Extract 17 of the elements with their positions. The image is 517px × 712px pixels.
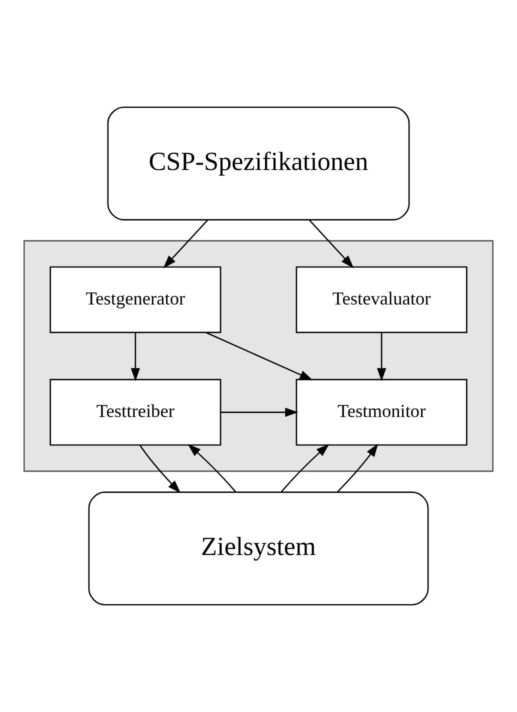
arrow [130,332,140,382]
arrow [188,444,236,492]
node-box: Testevaluator [296,266,468,334]
arrow [376,332,386,382]
node-box: CSP-Spezifikationen [107,106,410,220]
arrow [206,332,313,380]
node-box: Testmonitor [296,378,468,446]
arrow [139,444,181,494]
node-box: Testgenerator [50,266,222,334]
node-box: Zielsystem [88,492,429,606]
arrow [221,408,298,417]
arrow [281,444,330,492]
arrow [308,220,354,268]
arrow [163,220,208,268]
arrow [337,444,378,492]
node-box: Testtreiber [50,378,222,446]
cluster [23,240,494,472]
